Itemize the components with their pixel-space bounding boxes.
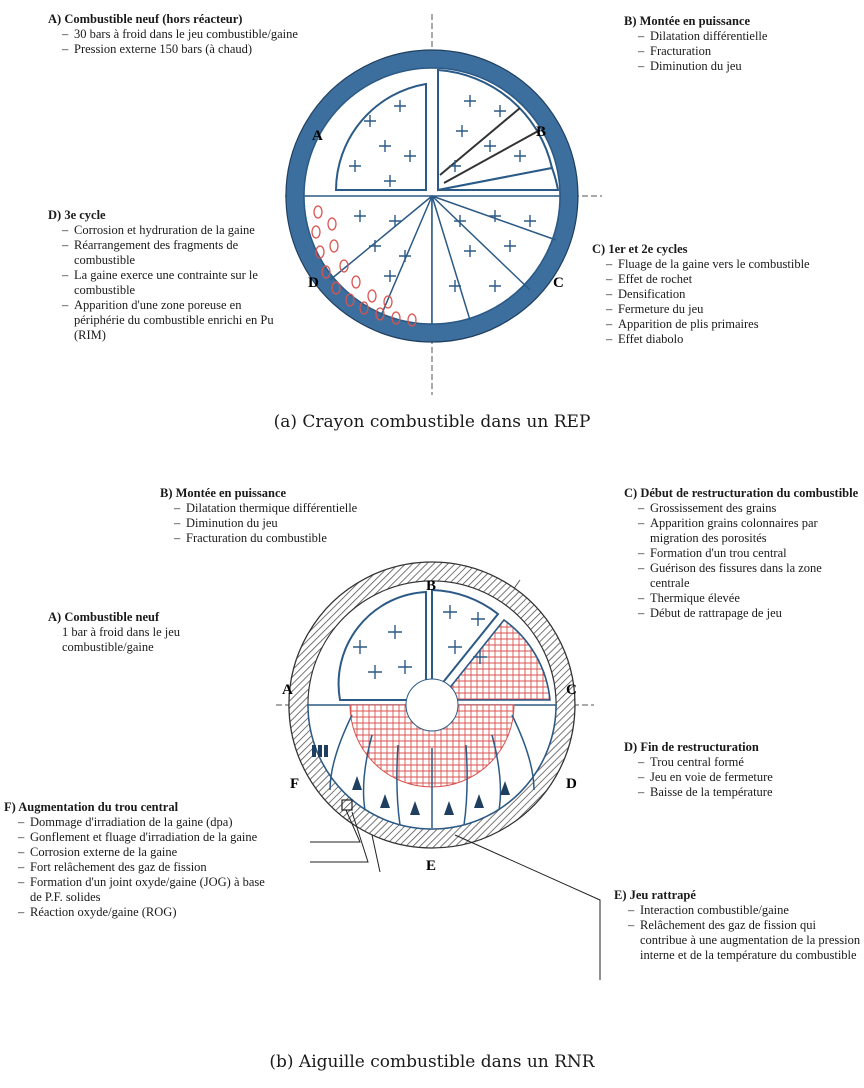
rep-block-a-item: 30 bars à froid dans le jeu combustible/… xyxy=(62,27,378,42)
rep-block-a-item: Pression externe 150 bars (à chaud) xyxy=(62,42,378,57)
rnr-block-d-item: Baisse de la température xyxy=(638,785,844,800)
rnr-label-c: C xyxy=(566,682,577,698)
rnr-label-e: E xyxy=(426,858,436,874)
rnr-block-b-heading: B) Montée en puissance xyxy=(160,486,287,500)
rep-block-d-item: Apparition d'une zone poreuse en périphé… xyxy=(62,298,288,343)
rnr-block-b-item: Fracturation du combustible xyxy=(174,531,460,546)
rnr-block-f-item: Formation d'un joint oxyde/gaine (JOG) à… xyxy=(18,875,276,905)
rnr-label-a: A xyxy=(282,682,293,698)
rep-block-d-item: Réarrangement des fragments de combustib… xyxy=(62,238,288,268)
rep-block-a: A) Combustible neuf (hors réacteur) 30 b… xyxy=(48,12,378,57)
rnr-block-d-item: Jeu en voie de fermeture xyxy=(638,770,844,785)
rnr-block-c-item: Formation d'un trou central xyxy=(638,546,860,561)
rnr-block-c: C) Début de restructuration du combustib… xyxy=(624,486,860,621)
rep-block-c-item: Apparition de plis primaires xyxy=(606,317,817,332)
rep-block-c-item: Fluage de la gaine vers le combustible xyxy=(606,257,817,272)
rnr-block-a: A) Combustible neuf 1 bar à froid dans l… xyxy=(48,610,268,655)
rnr-block-f-item: Réaction oxyde/gaine (ROG) xyxy=(18,905,276,920)
rnr-block-d-heading: D) Fin de restructuration xyxy=(624,740,759,754)
rnr-block-f-heading: F) Augmentation du trou central xyxy=(4,800,179,814)
rnr-caption: (b) Aiguille combustible dans un RNR xyxy=(269,1052,595,1072)
rep-block-c-item: Effet de rochet xyxy=(606,272,817,287)
rnr-block-b: B) Montée en puissance Dilatation thermi… xyxy=(160,486,460,546)
rep-block-c-heading: C) 1er et 2e cycles xyxy=(592,242,688,256)
rep-block-d-item: La gaine exerce une contrainte sur le co… xyxy=(62,268,288,298)
rnr-block-c-item: Grossissement des grains xyxy=(638,501,860,516)
rep-block-c-item: Densification xyxy=(606,287,817,302)
rnr-block-c-heading: C) Début de restructuration du combustib… xyxy=(624,486,859,500)
rnr-block-e-heading: E) Jeu rattrapé xyxy=(614,888,696,902)
rnr-block-a-heading: A) Combustible neuf xyxy=(48,610,160,624)
rnr-fuel-pin-diagram: A B C D E F xyxy=(276,561,601,980)
rep-block-c-item: Effet diabolo xyxy=(606,332,817,347)
rep-block-b-item: Diminution du jeu xyxy=(638,59,844,74)
rnr-block-f-item: Dommage d'irradiation de la gaine (dpa) xyxy=(18,815,276,830)
rep-block-b-item: Dilatation différentielle xyxy=(638,29,844,44)
rnr-block-f-item: Corrosion externe de la gaine xyxy=(18,845,276,860)
rep-caption: (a) Crayon combustible dans un REP xyxy=(273,412,591,432)
rnr-block-a-text: 1 bar à froid dans le jeu combustible/ga… xyxy=(62,625,181,654)
rnr-block-c-item: Début de rattrapage de jeu xyxy=(638,606,860,621)
rep-label-c: C xyxy=(553,275,564,291)
rep-block-c-item: Fermeture du jeu xyxy=(606,302,817,317)
rnr-label-f: F xyxy=(290,776,299,792)
rnr-block-b-item: Diminution du jeu xyxy=(174,516,460,531)
rnr-block-f: F) Augmentation du trou central Dommage … xyxy=(4,800,276,920)
rnr-block-e-item: Relâchement des gaz de fission qui contr… xyxy=(628,918,862,963)
rep-block-d: D) 3e cycle Corrosion et hydruration de … xyxy=(48,208,288,343)
rep-label-d: D xyxy=(308,275,319,291)
rep-block-b-item: Fracturation xyxy=(638,44,844,59)
rnr-block-c-item: Thermique élevée xyxy=(638,591,860,606)
rnr-block-f-item: Gonflement et fluage d'irradiation de la… xyxy=(18,830,276,845)
rep-label-b: B xyxy=(536,124,546,140)
rnr-block-e: E) Jeu rattrapé Interaction combustible/… xyxy=(614,888,862,963)
rnr-block-f-item: Fort relâchement des gaz de fission xyxy=(18,860,276,875)
rep-block-a-heading: A) Combustible neuf (hors réacteur) xyxy=(48,12,243,26)
rep-fuel-rod-diagram: A B C D xyxy=(285,14,602,395)
rep-block-c: C) 1er et 2e cycles Fluage de la gaine v… xyxy=(592,242,817,347)
rep-block-b-heading: B) Montée en puissance xyxy=(624,14,751,28)
rnr-label-b: B xyxy=(426,578,436,594)
rep-label-a: A xyxy=(312,128,323,144)
rnr-block-b-item: Dilatation thermique différentielle xyxy=(174,501,460,516)
rnr-label-d: D xyxy=(566,776,577,792)
rep-block-b: B) Montée en puissance Dilatation différ… xyxy=(624,14,844,74)
rnr-block-c-item: Apparition grains colonnaires par migrat… xyxy=(638,516,860,546)
rep-block-d-heading: D) 3e cycle xyxy=(48,208,106,222)
rep-block-d-item: Corrosion et hydruration de la gaine xyxy=(62,223,288,238)
rnr-block-c-item: Guérison des fissures dans la zone centr… xyxy=(638,561,860,591)
rnr-block-e-item: Interaction combustible/gaine xyxy=(628,903,862,918)
rnr-block-d-item: Trou central formé xyxy=(638,755,844,770)
rnr-block-d: D) Fin de restructuration Trou central f… xyxy=(624,740,844,800)
